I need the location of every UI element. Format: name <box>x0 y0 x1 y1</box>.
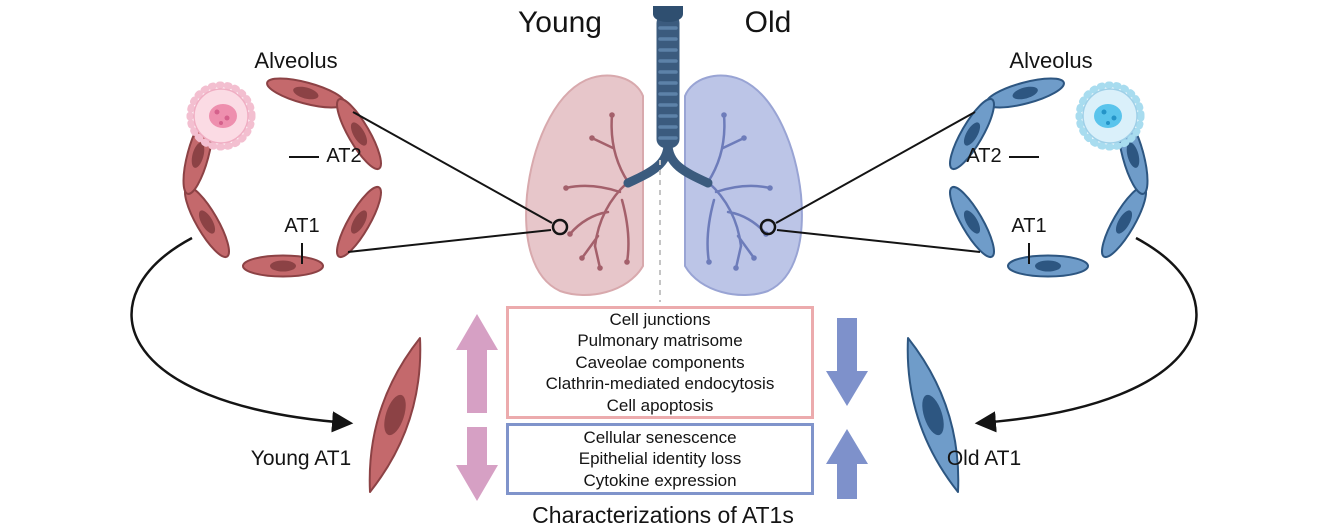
old-lung <box>684 74 803 296</box>
label-ticks <box>289 156 1039 264</box>
zoom-line <box>776 229 981 253</box>
young-at1-label: AT1 <box>284 215 320 237</box>
zoom-target-ring <box>551 218 569 236</box>
old-lung-branches <box>706 113 772 270</box>
young-lung <box>525 74 644 296</box>
figure-caption: Characterizations of AT1s <box>532 502 794 528</box>
young-decrease-arrow <box>456 427 498 501</box>
zoom-line <box>347 229 552 253</box>
young-alveolus-label: Alveolus <box>254 48 338 73</box>
old-at1-caption: Old AT1 <box>946 447 1022 470</box>
box-item: Cytokine expression <box>583 470 737 490</box>
zoom-target-ring <box>759 218 777 236</box>
box-item: Pulmonary matrisome <box>577 331 743 351</box>
young-lung-alveoli-dots <box>563 112 630 271</box>
young-header-label: Young <box>518 6 602 39</box>
curved-arrow-old <box>974 236 1198 433</box>
old-at1-cell <box>906 337 960 493</box>
box-item: Cellular senescence <box>583 427 737 447</box>
young-at2-label: AT2 <box>326 145 362 167</box>
old-alveolus <box>949 77 1149 278</box>
young-increase-arrow <box>456 314 498 413</box>
curved-arrow-young <box>130 236 354 433</box>
old-alveolus-label: Alveolus <box>1009 48 1093 73</box>
old-at2-cell <box>1075 81 1145 151</box>
old-lung-alveoli-dots <box>706 112 773 271</box>
box-item: Cell apoptosis <box>606 395 714 415</box>
box-item: Epithelial identity loss <box>578 449 742 469</box>
old-header-label: Old <box>744 6 792 39</box>
young-at2-cell <box>186 81 256 151</box>
old-increase-arrow <box>826 429 868 499</box>
old-at2-label: AT2 <box>966 145 1002 167</box>
box-item: Clathrin-mediated endocytosis <box>545 374 775 394</box>
trachea-rings <box>658 26 678 140</box>
young-lung-branches <box>564 113 630 270</box>
zoom-line <box>352 111 553 224</box>
old-at1-label: AT1 <box>1011 215 1047 237</box>
young-alveolus <box>182 77 382 278</box>
zoom-line <box>775 111 976 224</box>
downregulated-in-young-box: Cellular senescence Epithelial identity … <box>506 423 814 495</box>
young-at1-cell <box>368 337 422 493</box>
old-decrease-arrow <box>826 318 868 406</box>
upregulated-in-young-box: Cell junctions Pulmonary matrisome Caveo… <box>506 306 814 419</box>
trachea <box>623 6 713 188</box>
zoom-lines <box>347 111 981 253</box>
box-item: Caveolae components <box>575 352 745 372</box>
young-at1-caption: Young AT1 <box>250 447 352 470</box>
box-item: Cell junctions <box>609 309 711 329</box>
